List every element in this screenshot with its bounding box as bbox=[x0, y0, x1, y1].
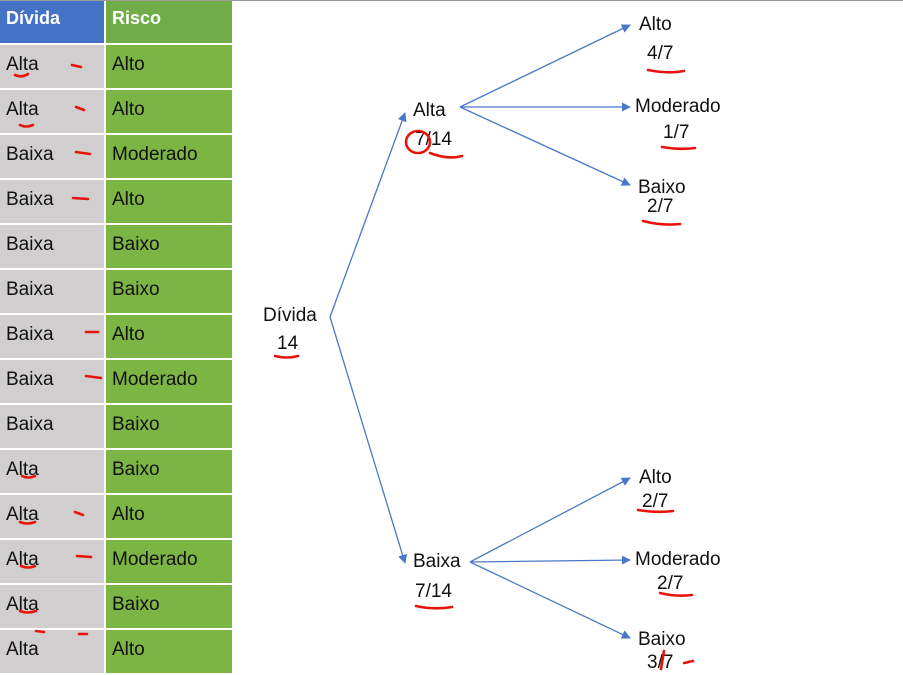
alta-baixo-fraction: 2/7 bbox=[647, 196, 674, 217]
table-cell-divida: Baixa bbox=[0, 135, 104, 178]
arrow-baixa-to-moderado bbox=[469, 555, 631, 565]
table-cell-risco: Baixo bbox=[106, 405, 232, 448]
arrow-alta-to-alto bbox=[459, 24, 631, 108]
baixa-fraction: 7/14 bbox=[415, 581, 452, 602]
table-cell-divida: Alta bbox=[0, 630, 104, 673]
alta-alto-label: Alto bbox=[639, 14, 672, 35]
arrow-root-to-baixa bbox=[329, 316, 407, 564]
table-cell-divida: Baixa bbox=[0, 270, 104, 313]
table-cell-risco: Baixo bbox=[106, 585, 232, 628]
baixa-baixo-fraction: 3/7 bbox=[647, 652, 674, 673]
alta-moderado-label: Moderado bbox=[635, 96, 721, 117]
table-cell-risco: Alto bbox=[106, 315, 232, 358]
table-cell-risco: Baixo bbox=[106, 225, 232, 268]
baixa-alto-fraction: 2/7 bbox=[642, 491, 669, 512]
alta-moderado-fraction: 1/7 bbox=[663, 122, 690, 143]
table-cell-divida: Baixa bbox=[0, 180, 104, 223]
baixa-moderado-fraction: 2/7 bbox=[657, 573, 684, 594]
table-cell-divida: Baixa bbox=[0, 405, 104, 448]
table-cell-divida: Alta bbox=[0, 90, 104, 133]
table-cell-risco: Baixo bbox=[106, 450, 232, 493]
baixa-baixo-label: Baixo bbox=[638, 629, 686, 650]
root-label: Dívida bbox=[263, 305, 317, 326]
arrow-root-to-alta bbox=[329, 112, 407, 318]
alta-baixo-label: Baixo bbox=[638, 177, 686, 198]
table-cell-divida: Alta bbox=[0, 540, 104, 583]
alta-fraction: 7/14 bbox=[415, 129, 452, 150]
table-cell-risco: Moderado bbox=[106, 135, 232, 178]
alta-label: Alta bbox=[413, 100, 446, 121]
baixa-label: Baixa bbox=[413, 551, 461, 572]
table-cell-divida: Baixa bbox=[0, 315, 104, 358]
table-cell-risco: Baixo bbox=[106, 270, 232, 313]
table-cell-divida: Baixa bbox=[0, 225, 104, 268]
table-cell-divida: Baixa bbox=[0, 360, 104, 403]
alta-alto-fraction: 4/7 bbox=[647, 43, 674, 64]
table-cell-risco: Alto bbox=[106, 90, 232, 133]
table-cell-risco: Alto bbox=[106, 45, 232, 88]
table-cell-risco: Moderado bbox=[106, 540, 232, 583]
table-cell-divida: Alta bbox=[0, 45, 104, 88]
arrow-baixa-to-alto bbox=[469, 477, 631, 563]
table-cell-risco: Moderado bbox=[106, 360, 232, 403]
arrow-alta-to-baixo bbox=[459, 106, 631, 186]
table-cell-risco: Alto bbox=[106, 495, 232, 538]
table-cell-divida: Alta bbox=[0, 495, 104, 538]
root-count: 14 bbox=[277, 333, 299, 354]
baixa-moderado-label: Moderado bbox=[635, 549, 721, 570]
baixa-alto-label: Alto bbox=[639, 467, 672, 488]
header-risco: Risco bbox=[106, 1, 232, 43]
table-cell-risco: Alto bbox=[106, 180, 232, 223]
table-cell-risco: Alto bbox=[106, 630, 232, 673]
header-divida: Dívida bbox=[0, 1, 104, 43]
arrow-baixa-to-baixo bbox=[469, 561, 631, 639]
